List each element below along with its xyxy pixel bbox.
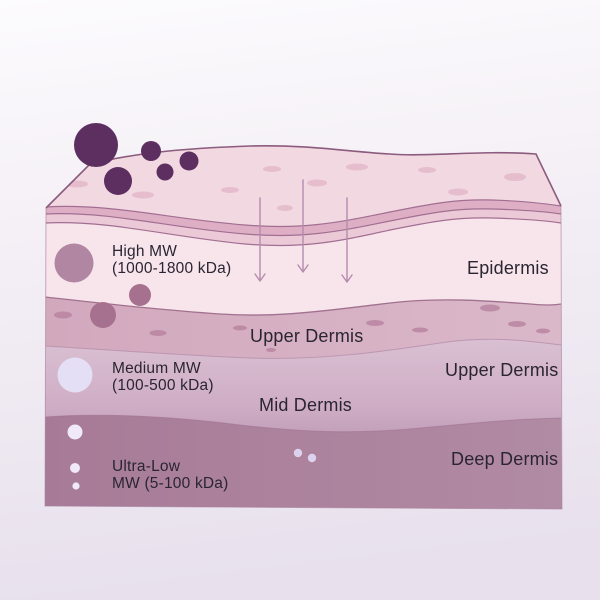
medium-mw-molecule bbox=[57, 357, 93, 393]
penetration-arrows bbox=[254, 179, 353, 283]
medium-mw-label: Medium MW (100-500 kDa) bbox=[112, 360, 214, 394]
ultra-low-mw-label-line2: MW (5-100 kDa) bbox=[112, 474, 229, 492]
deep-dermis-label: Deep Dermis bbox=[451, 449, 559, 469]
upper-dermis-center-label: Upper Dermis bbox=[250, 326, 364, 346]
high-mw-label-line2: (1000-1800 kDa) bbox=[112, 259, 232, 277]
arrow-down-icon bbox=[341, 197, 353, 283]
deep-dermis-layer bbox=[45, 415, 562, 509]
ultra-low-mw-label: Ultra-Low MW (5-100 kDa) bbox=[112, 458, 229, 492]
upper-dermis-spots bbox=[54, 304, 550, 352]
high-mw-molecules-on-surface bbox=[74, 123, 199, 195]
arrow-down-icon bbox=[254, 197, 266, 282]
upper-dermis-right-label: Upper Dermis bbox=[445, 360, 559, 380]
molecules-at-dermis-boundary bbox=[90, 284, 151, 328]
skin-surface-spots bbox=[66, 163, 526, 211]
high-mw-label-line1: High MW bbox=[112, 243, 178, 260]
skin-block bbox=[45, 145, 562, 509]
medium-mw-label-line2: (100-500 kDa) bbox=[112, 376, 214, 394]
ultra-low-mw-molecules-left bbox=[67, 424, 83, 490]
epidermis-label: Epidermis bbox=[467, 258, 549, 278]
mid-dermis-label: Mid Dermis bbox=[259, 395, 353, 415]
ultra-low-mw-molecules-deep bbox=[293, 448, 317, 463]
high-mw-label: High MW (1000-1800 kDa) bbox=[112, 243, 232, 277]
arrow-down-icon bbox=[297, 179, 309, 273]
high-mw-molecule-epidermis bbox=[54, 243, 94, 283]
medium-mw-label-line1: Medium MW bbox=[112, 360, 201, 377]
ultra-low-mw-label-line1: Ultra-Low bbox=[112, 458, 181, 475]
